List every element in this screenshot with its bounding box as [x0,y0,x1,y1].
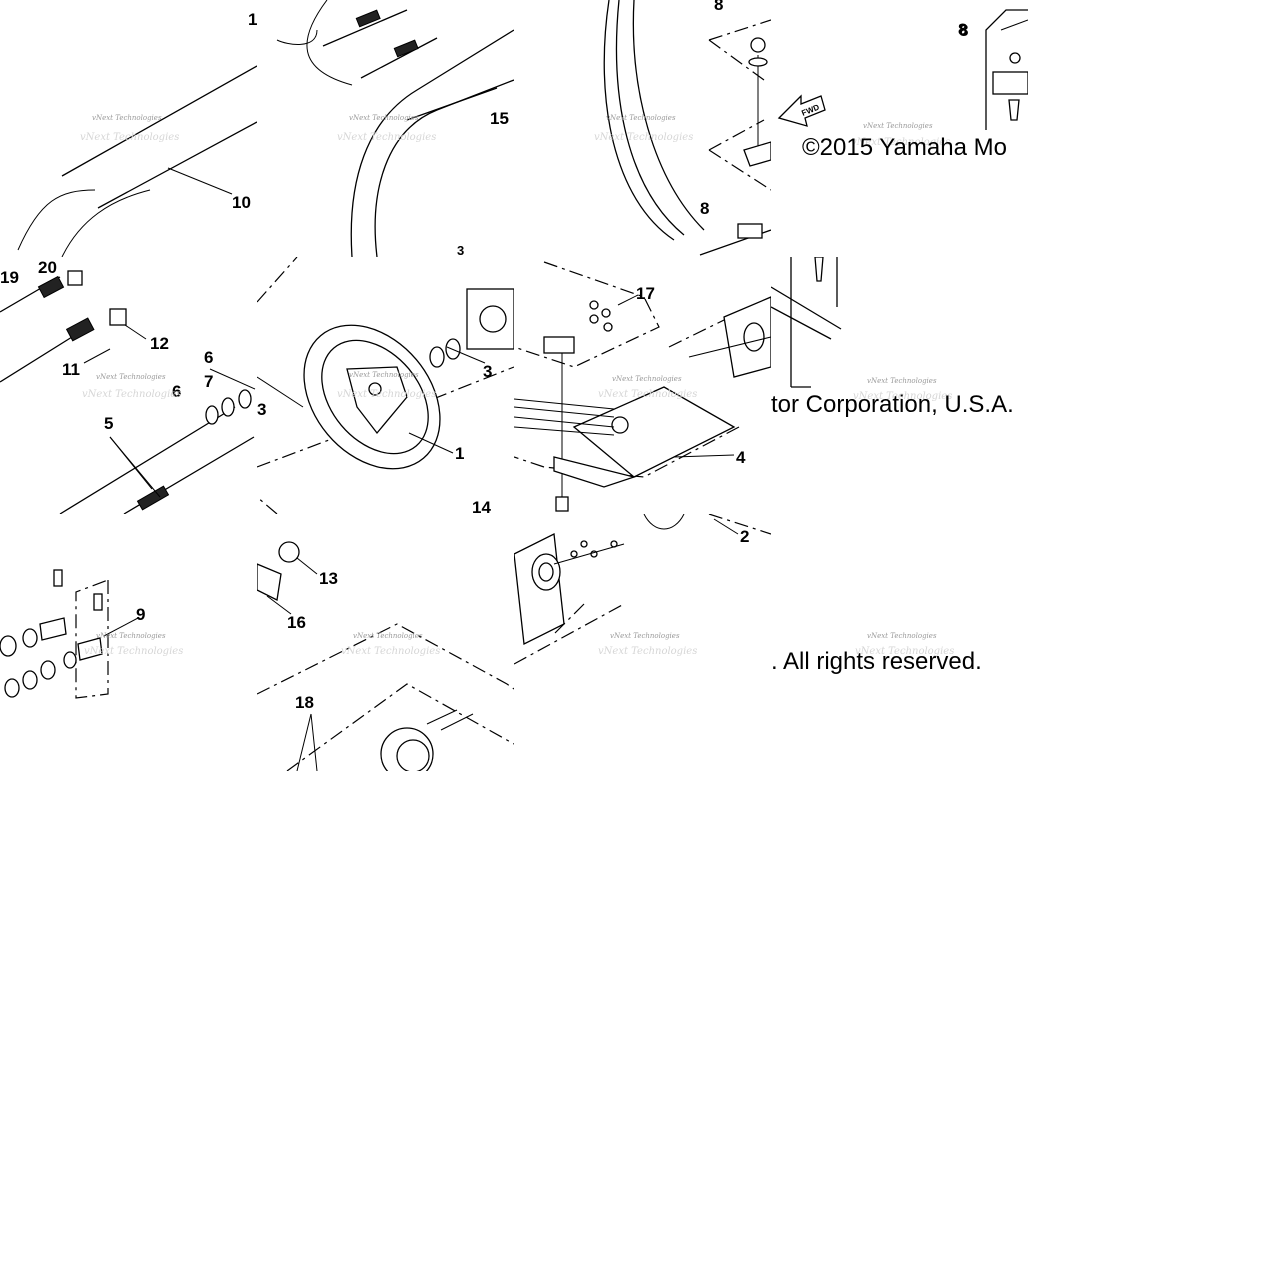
watermark: vNext Technologies [80,132,179,143]
callout-15: 15 [490,109,509,128]
callout-8c: 8 [714,0,723,14]
callout-6a: 6 [204,348,213,367]
watermark: vNext Technologies [863,122,933,130]
steering-wheel [303,324,441,470]
callout-14: 14 [472,498,491,517]
diagram-tile-j: 13 16 18 vNext Technologies vNext Techno… [257,514,514,771]
watermark: vNext Technologies [92,114,162,122]
callout-1b: 1 [455,444,464,463]
callout-8d: 8 [700,199,709,218]
copyright-text-1: ©2015 Yamaha Mo [802,134,1007,161]
watermark: vNext Technologies [606,114,676,122]
diagram-tile-c: 8 8 vNext Technologies vNext Technologie… [514,0,771,257]
watermark: vNext Technologies [96,632,166,640]
callout-5: 5 [104,414,113,433]
callout-18: 18 [295,693,314,712]
watermark: vNext Technologies [594,132,693,143]
diagram-tile-e: 19 20 12 11 6 7 6 5 vNext Technologies v… [0,257,257,514]
diagram-tile-g: 17 4 vNext Technologies vNext Technologi… [514,257,771,514]
callout-8e: 8 [959,21,968,40]
callout-8f: 8 [958,20,968,39]
watermark: vNext Technologies [853,391,952,402]
watermark: vNext Technologies [867,377,937,385]
watermark: vNext Technologies [851,137,950,148]
callout-20: 20 [38,258,57,277]
diagram-tile-a: 1 10 vNext Technologies vNext Technologi… [0,0,257,257]
copyright-text-3: . All rights reserved. [771,648,982,675]
callout-10: 10 [232,193,251,212]
diagram-tile-i: 9 vNext Technologies vNext Technologies [0,514,257,771]
copyright-text-2: tor Corporation, U.S.A. [771,391,1014,418]
watermark: vNext Technologies [337,132,436,143]
callout-3b: 3 [483,362,492,381]
watermark: vNext Technologies [82,389,181,400]
callout-19: 19 [0,268,19,287]
watermark: vNext Technologies [96,373,166,381]
callout-16: 16 [287,613,306,632]
diagram-tile-k: 2 vNext Technologies vNext Technologies [514,514,771,771]
callout-11: 11 [62,360,80,379]
fwd-arrow-icon: FWD [777,94,826,127]
callout-12: 12 [150,334,169,353]
callout-6b: 6 [172,382,181,401]
watermark: vNext Technologies [867,632,937,640]
callout-2: 2 [740,527,749,546]
callout-3a: 3 [257,400,266,419]
watermark: vNext Technologies [598,646,697,657]
diagram-tile-h: vNext Technologies vNext Technologies to… [771,257,1028,514]
watermark: vNext Technologies [84,646,183,657]
callout-13: 13 [319,569,338,588]
callout-7: 7 [204,372,213,391]
watermark: vNext Technologies [612,375,682,383]
callout-1a: 1 [248,10,257,29]
callout-9: 9 [136,605,145,624]
watermark: vNext Technologies [598,389,697,400]
watermark: vNext Technologies [337,389,436,400]
watermark: vNext Technologies [341,646,440,657]
diagram-tile-f: 3 3 1 vNext Technologies vNext Technolog… [257,257,514,514]
watermark: vNext Technologies [349,371,419,379]
watermark: vNext Technologies [855,646,954,657]
diagram-tile-l: vNext Technologies vNext Technologies . … [771,514,1028,771]
watermark: vNext Technologies [353,632,423,640]
watermark: vNext Technologies [610,632,680,640]
watermark: vNext Technologies [349,114,419,122]
callout-17: 17 [636,284,655,303]
diagram-tile-b: 15 vNext Technologies vNext Technologies [257,0,514,257]
diagram-tile-d: FWD 8 vNext Technologies vNext Technolog… [771,0,1028,257]
callout-4: 4 [736,448,746,467]
callout-8-fragment: 3 [457,243,465,258]
control-box [572,386,736,478]
